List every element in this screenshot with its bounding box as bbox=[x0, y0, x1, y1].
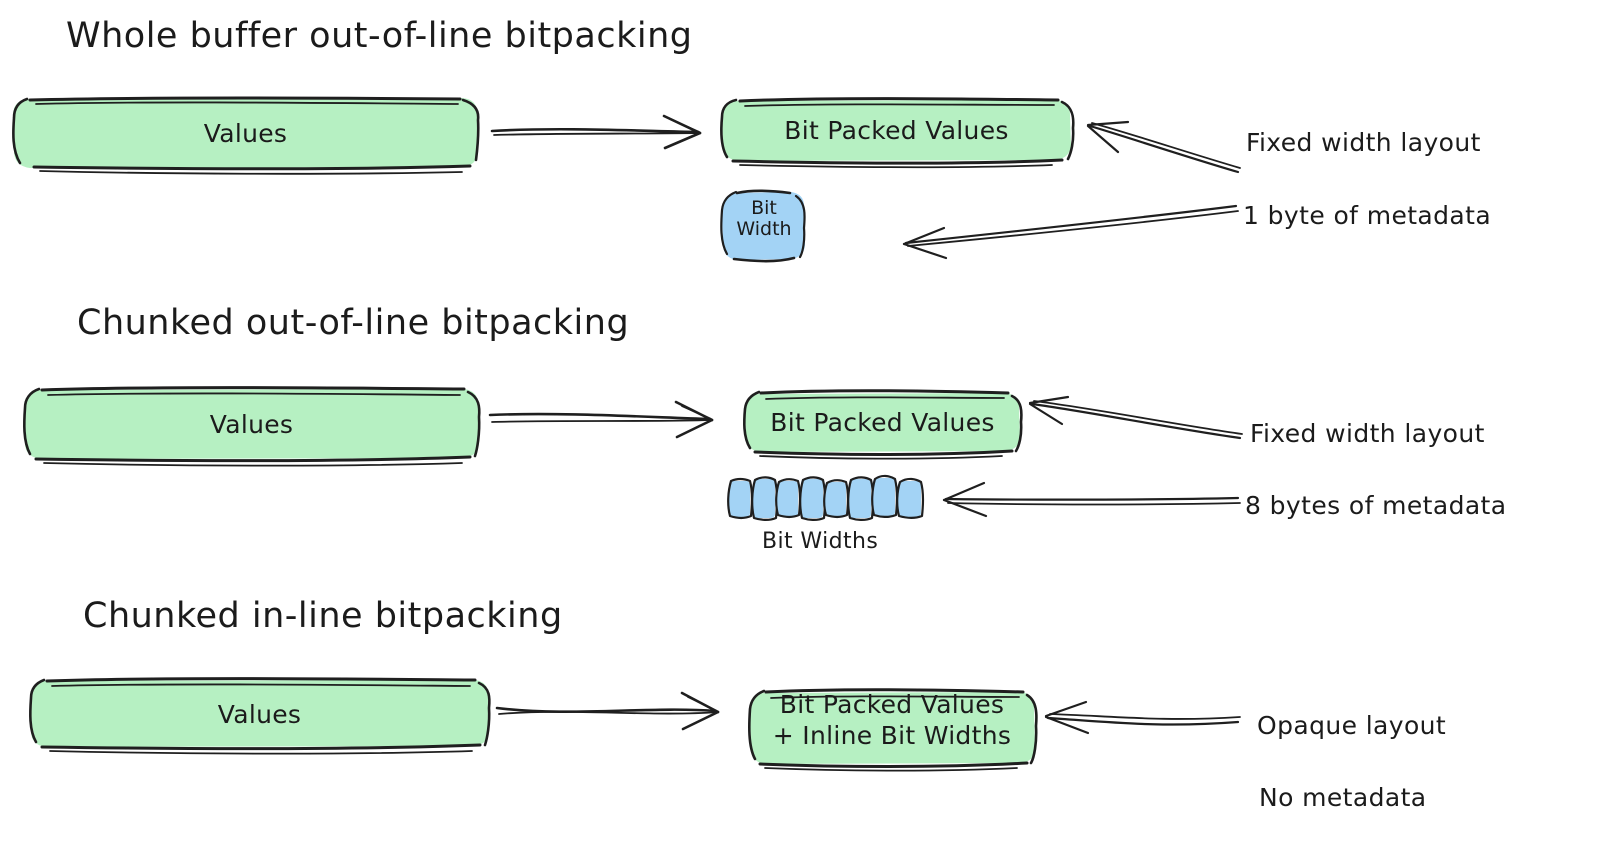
bitwidth-chip-row bbox=[727, 474, 925, 521]
bitwidth-chip bbox=[775, 478, 802, 518]
bitwidth-chip bbox=[799, 476, 827, 521]
values-box-1 bbox=[12, 96, 480, 175]
bitpacked-box-3 bbox=[747, 688, 1038, 772]
annotation-metadata-2: 8 bytes of metadata bbox=[1245, 491, 1507, 520]
bitwidth-chip-line1: Bit bbox=[751, 197, 777, 219]
bitwidth-chip bbox=[751, 476, 779, 521]
annotation-no-metadata: No metadata bbox=[1259, 783, 1427, 812]
values-box-label-1: Values bbox=[203, 119, 288, 148]
bitwidth-chip bbox=[727, 478, 754, 519]
annotation-line-2b bbox=[942, 481, 1241, 518]
bitwidth-chip-1 bbox=[720, 189, 806, 263]
annotation-opaque-layout: Opaque layout bbox=[1257, 711, 1447, 740]
bitwidth-chip bbox=[871, 474, 899, 518]
annotation-line-1a bbox=[1086, 120, 1241, 174]
bitwidth-chip bbox=[823, 479, 850, 518]
values-box-3 bbox=[28, 677, 491, 755]
annotation-metadata-1: 1 byte of metadata bbox=[1243, 201, 1492, 230]
arrow-3 bbox=[495, 691, 720, 731]
bitwidth-chip bbox=[896, 477, 925, 519]
bitpacked-box-label-3: Bit Packed Values+ Inline Bit Widths bbox=[749, 690, 1035, 751]
annotation-line-2a bbox=[1028, 395, 1243, 440]
values-box-label-2: Values bbox=[209, 410, 294, 439]
section-title-chunked-out-of-line: Chunked out-of-line bitpacking bbox=[77, 303, 630, 343]
values-box-2 bbox=[22, 386, 481, 467]
bitwidth-chip-line2: Width bbox=[736, 218, 792, 241]
bitpacked-line1: Bit Packed Values bbox=[779, 690, 1005, 719]
bitwidth-chip bbox=[847, 476, 875, 521]
section-title-chunked-in-line: Chunked in-line bitpacking bbox=[83, 596, 563, 636]
arrow-1 bbox=[490, 114, 702, 150]
bitpacked-line2: + Inline Bit Widths bbox=[772, 720, 1012, 750]
annotation-fixed-width-layout-1: Fixed width layout bbox=[1246, 128, 1481, 157]
bitpacked-box-2 bbox=[742, 389, 1023, 460]
bitpacked-box-label-1: Bit Packed Values bbox=[784, 116, 1009, 145]
annotation-line-1b bbox=[902, 204, 1239, 260]
values-box-label-3: Values bbox=[217, 699, 302, 729]
annotation-fixed-width-layout-2: Fixed width layout bbox=[1250, 419, 1485, 448]
bitpacked-box-label-2: Bit Packed Values bbox=[770, 408, 995, 437]
section-title-whole-buffer: Whole buffer out-of-line bitpacking bbox=[66, 16, 693, 56]
annotation-line-3a bbox=[1044, 700, 1241, 735]
bitpacked-box-1 bbox=[719, 97, 1075, 169]
arrow-2 bbox=[488, 400, 714, 439]
bit-widths-caption: Bit Widths bbox=[762, 529, 879, 554]
